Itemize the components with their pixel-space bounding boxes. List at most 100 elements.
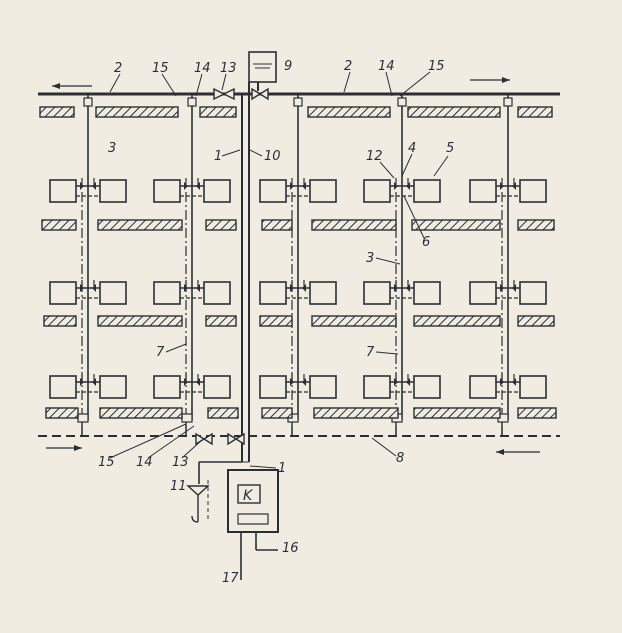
riser-top-valve: [293, 97, 303, 107]
riser-top-valve: [503, 97, 513, 107]
supply-flow-arrow-right: [470, 77, 510, 83]
wall-section: [517, 315, 555, 327]
label-9: 9: [284, 59, 292, 74]
radiator: [363, 281, 391, 305]
radiator-valve: [184, 284, 200, 292]
supply-valve: [213, 87, 269, 101]
drain-funnel: [186, 480, 210, 523]
radiator: [469, 375, 497, 399]
wall-section: [43, 315, 77, 327]
radiator: [309, 281, 337, 305]
wall-section: [259, 315, 293, 327]
return-valve: [195, 432, 245, 446]
label-16: 16: [282, 541, 299, 556]
label-1-top: 1: [214, 149, 222, 164]
risers-group: [77, 94, 513, 436]
radiator-valve: [500, 182, 516, 190]
wall-section: [95, 106, 179, 118]
radiator-valve: [290, 284, 306, 292]
wall-section: [41, 219, 77, 231]
label-10: 10: [264, 149, 281, 164]
radiator: [99, 375, 127, 399]
radiator-valve: [500, 378, 516, 386]
wall-section: [517, 219, 555, 231]
label-3-left: 3: [108, 141, 116, 156]
radiator: [49, 281, 77, 305]
wall-section: [311, 315, 397, 327]
label-4: 4: [408, 141, 416, 156]
radiator: [413, 375, 441, 399]
riser-top-valve: [187, 97, 197, 107]
label-2-right: 2: [344, 59, 352, 74]
supply-main-pipe: [38, 82, 560, 96]
wall-section: [45, 407, 79, 419]
radiator: [413, 281, 441, 305]
radiator: [309, 179, 337, 203]
label-8: 8: [396, 451, 404, 466]
radiator: [363, 179, 391, 203]
radiator: [519, 375, 547, 399]
wall-section: [307, 106, 391, 118]
label-5: 5: [446, 141, 454, 156]
wall-section: [311, 219, 397, 231]
radiator-valve: [80, 284, 96, 292]
radiator: [203, 375, 231, 399]
walls-group: [39, 106, 557, 419]
radiator: [259, 281, 287, 305]
label-14-bottom: 14: [136, 455, 153, 470]
radiator: [413, 179, 441, 203]
radiator: [49, 375, 77, 399]
label-11: 11: [170, 479, 187, 494]
wall-section: [407, 106, 501, 118]
radiator-valve: [80, 378, 96, 386]
boiler-label: K: [243, 488, 254, 504]
wall-section: [205, 315, 237, 327]
wall-section: [261, 219, 293, 231]
radiator: [153, 375, 181, 399]
wall-section: [97, 219, 183, 231]
supply-flow-arrow-left: [52, 83, 92, 89]
radiator: [99, 179, 127, 203]
wall-section: [39, 106, 75, 118]
radiator: [259, 179, 287, 203]
boiler: K: [198, 461, 279, 580]
radiator-valve: [394, 182, 410, 190]
radiator-valve: [290, 378, 306, 386]
radiator-valve: [394, 378, 410, 386]
radiator: [469, 179, 497, 203]
radiator: [153, 179, 181, 203]
label-17: 17: [222, 571, 239, 586]
wall-section: [99, 407, 183, 419]
radiators-group: [49, 178, 547, 399]
wall-section: [517, 407, 557, 419]
radiator: [519, 179, 547, 203]
return-flow-arrow-left: [46, 445, 82, 451]
label-15-top-right: 15: [428, 59, 445, 74]
wall-section: [199, 106, 237, 118]
radiator-valve: [184, 378, 200, 386]
label-15-top-left: 15: [152, 61, 169, 76]
radiator-valve: [80, 182, 96, 190]
wall-section: [261, 407, 293, 419]
label-7-left: 7: [156, 345, 165, 360]
wall-section: [517, 106, 553, 118]
radiator: [99, 281, 127, 305]
radiator: [309, 375, 337, 399]
radiator: [363, 375, 391, 399]
radiator: [519, 281, 547, 305]
label-14-top-right: 14: [378, 59, 395, 74]
label-13-top: 13: [220, 61, 237, 76]
riser-bottom-valve: [181, 413, 193, 423]
wall-section: [411, 219, 501, 231]
radiator-valve: [394, 284, 410, 292]
radiator: [203, 281, 231, 305]
radiator: [49, 179, 77, 203]
wall-section: [205, 219, 237, 231]
callout-labels: 2 15 14 13 9 2 14 15 3 1 10 12 4 5 6 3 7…: [98, 59, 454, 586]
riser-top-valve: [83, 97, 93, 107]
radiator: [203, 179, 231, 203]
label-14-top-left: 14: [194, 61, 211, 76]
wall-section: [413, 407, 501, 419]
